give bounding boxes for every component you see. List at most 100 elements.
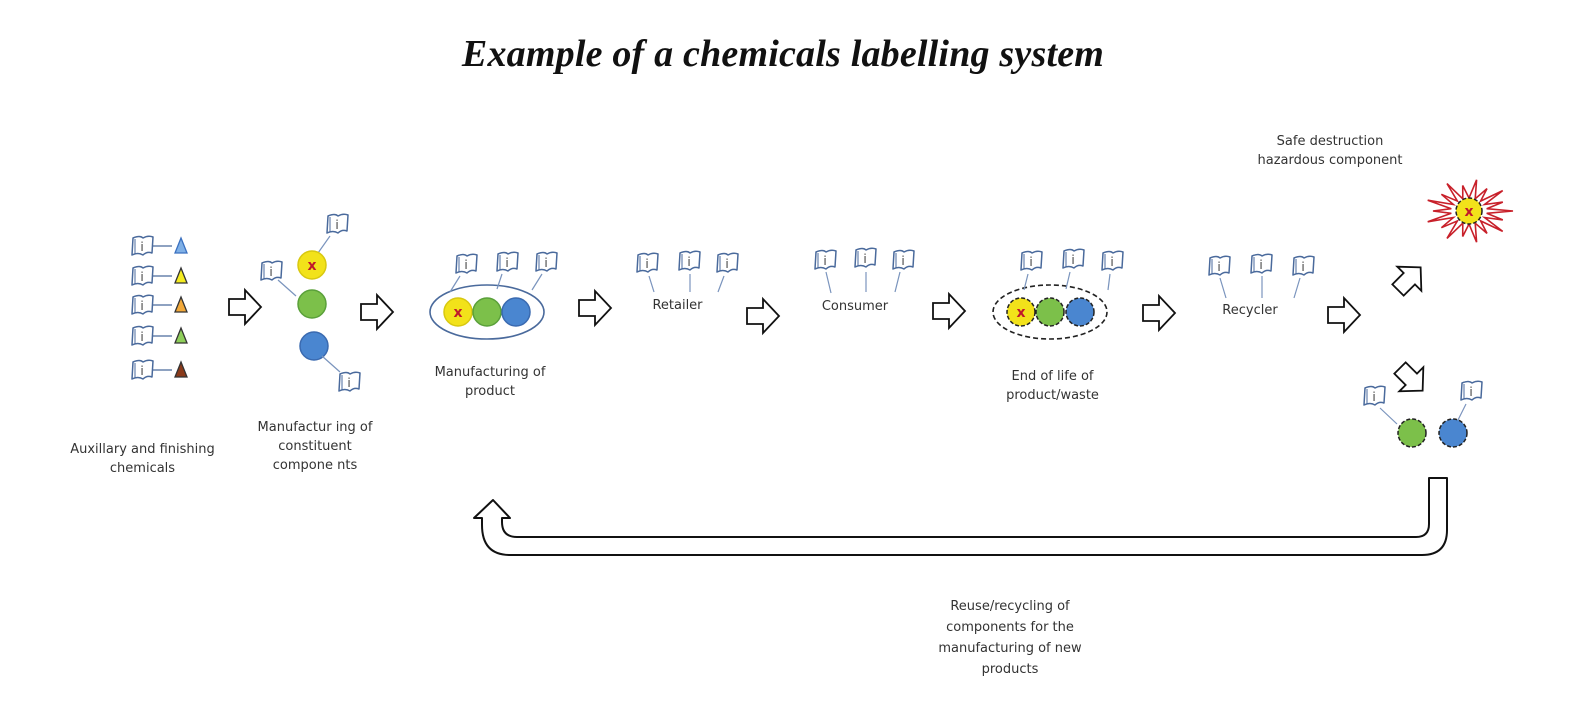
- arrow-shape: [1393, 361, 1425, 393]
- info-label-icon: i: [531, 251, 558, 291]
- info-glyph: i: [1259, 258, 1262, 272]
- info-glyph: i: [140, 330, 143, 344]
- connector-line: [717, 275, 725, 293]
- connector-line: [894, 271, 901, 293]
- info-label-icon: i: [449, 253, 478, 293]
- info-label-icon: i: [496, 251, 519, 290]
- connector-line: [1457, 403, 1467, 421]
- connector-line: [1107, 273, 1111, 291]
- connector-line: [825, 271, 832, 294]
- label-outline: [338, 371, 361, 392]
- label-outline: [1363, 385, 1386, 406]
- auxiliary-row: [152, 295, 188, 313]
- label-outline: [1020, 250, 1043, 271]
- stage-label-recycler: Recycler: [1222, 303, 1278, 318]
- info-glyph: i: [464, 258, 467, 272]
- flow-arrow-icon: [1327, 295, 1362, 335]
- connector-line: [449, 275, 461, 293]
- label-outline: [854, 247, 877, 268]
- product-ellipse: [429, 284, 545, 340]
- auxiliary-chemicals: [152, 236, 188, 378]
- info-glyph: i: [140, 270, 143, 284]
- circle: [297, 250, 327, 280]
- info-glyph: i: [1071, 253, 1074, 267]
- connector-line: [648, 275, 655, 293]
- info-glyph: i: [1469, 385, 1472, 399]
- destroyed-hazardous-component: x: [1455, 197, 1483, 225]
- connector-line: [496, 273, 503, 290]
- chemical-triangle-icon: [174, 360, 188, 378]
- recovered-blue-component: [1438, 418, 1468, 448]
- label-outline: [535, 251, 558, 272]
- info-label-icon: i: [131, 359, 154, 380]
- info-glyph: i: [347, 376, 350, 390]
- info-glyph: i: [1029, 255, 1032, 269]
- recovered-green-component: [1397, 418, 1427, 448]
- chemical-triangle-icon: [174, 266, 188, 284]
- auxiliary-row: [152, 360, 188, 378]
- info-glyph: i: [645, 257, 648, 271]
- arrow-shape: [746, 296, 781, 336]
- end-of-life-assembly: [992, 284, 1108, 340]
- flow-arrow-icon: [1142, 293, 1177, 333]
- label-outline: [131, 359, 154, 380]
- stage-label-product: Manufacturing of product: [434, 365, 546, 399]
- connector-line: [1293, 277, 1301, 299]
- info-glyph: i: [140, 364, 143, 378]
- arrow-shape: [1142, 293, 1177, 333]
- label-outline: [814, 249, 837, 270]
- flow-arrow-icon: [578, 288, 613, 328]
- chemical-triangle-icon: [174, 236, 188, 254]
- product-assembly: [429, 284, 545, 340]
- label-outline: [326, 213, 349, 234]
- flow-arrow-icon: [746, 296, 781, 336]
- info-glyph: i: [140, 299, 143, 313]
- label-outline: [1250, 253, 1273, 274]
- connector-line: [277, 279, 297, 297]
- info-glyph: i: [687, 255, 690, 269]
- label-outline: [131, 235, 154, 256]
- loop-arrow-shape: [473, 477, 1448, 556]
- label-outline: [496, 251, 519, 272]
- info-label-icon: i: [1020, 250, 1043, 291]
- green-component: [1035, 297, 1065, 327]
- hazardous-component: x: [1006, 297, 1036, 327]
- circle: [443, 297, 473, 327]
- arrow-shape: [1327, 295, 1362, 335]
- connector-line: [1379, 407, 1398, 425]
- hazard-x-icon: x: [453, 305, 462, 321]
- info-glyph: i: [544, 256, 547, 270]
- arrow-shape: [578, 288, 613, 328]
- auxiliary-row: [152, 266, 188, 284]
- connector-line: [1219, 277, 1227, 299]
- circle: [472, 297, 502, 327]
- connector-line: [531, 273, 543, 291]
- info-glyph: i: [725, 257, 728, 271]
- arrow-shape: [228, 287, 263, 327]
- info-label-icon: i: [636, 252, 659, 293]
- info-label-icon: i: [317, 213, 349, 254]
- reuse-label: Reuse/recycling of components for the ma…: [938, 599, 1082, 677]
- info-label-icon: i: [260, 260, 297, 297]
- chemical-triangle-icon: [174, 295, 188, 313]
- green-component: [472, 297, 502, 327]
- info-label-icon: i: [1208, 255, 1231, 299]
- hazard-x-icon: x: [307, 258, 316, 274]
- label-outline: [131, 325, 154, 346]
- info-glyph: i: [1110, 255, 1113, 269]
- label-outline: [678, 250, 701, 271]
- info-glyph: i: [823, 254, 826, 268]
- chemical-triangle-icon: [174, 326, 188, 344]
- hazardous-component: x: [443, 297, 473, 327]
- arrow-shape: [1391, 265, 1423, 297]
- label-outline: [1062, 248, 1085, 269]
- safe-destruction-label: Safe destruction hazardous component: [1257, 134, 1403, 168]
- stage-label-end-of-life: End of life of product/waste: [1006, 369, 1099, 403]
- green-component: [297, 289, 327, 319]
- info-label-icon: i: [678, 250, 701, 292]
- info-label-icon: i: [1457, 380, 1483, 421]
- label-outline: [131, 294, 154, 315]
- info-glyph: i: [1217, 260, 1220, 274]
- connector-line: [317, 235, 331, 254]
- circle: [1397, 418, 1427, 448]
